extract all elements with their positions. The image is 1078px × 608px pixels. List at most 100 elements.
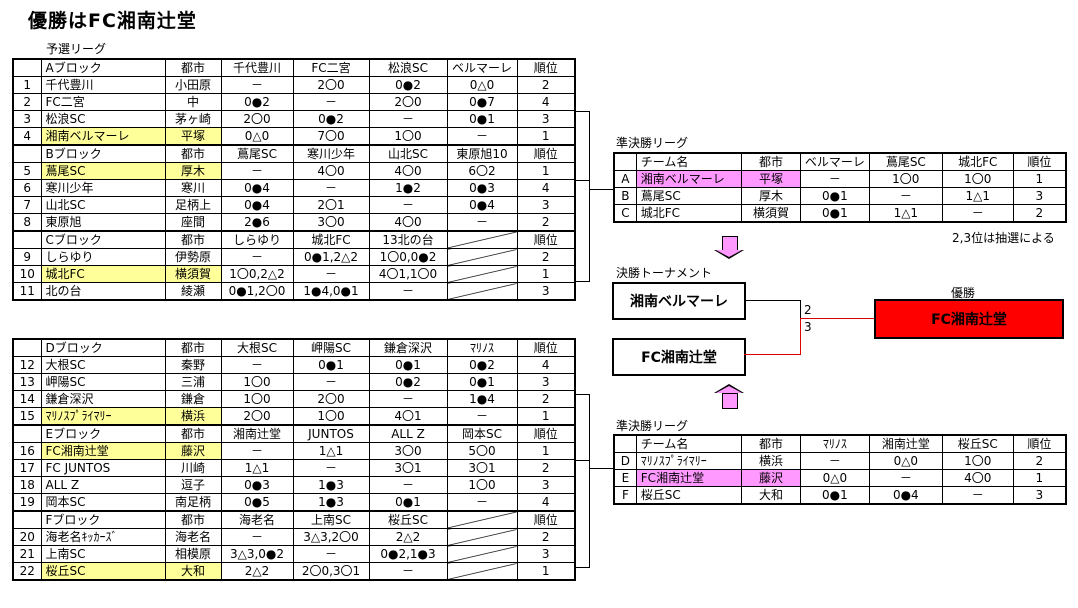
column-header: 都市 — [164, 424, 222, 443]
final-team-top: 湘南ベルマーレ — [612, 282, 746, 320]
result-cell: 0●4 — [446, 196, 518, 214]
team-name: ﾏﾘﾉｽﾌﾟﾗｲﾏﾘｰ — [635, 452, 743, 470]
table-cell — [12, 144, 42, 163]
down-arrow-fill — [716, 250, 742, 257]
row-number: 4 — [12, 127, 42, 146]
result-cell: 1●4,0●1 — [292, 282, 370, 301]
team-city: 平塚 — [741, 170, 801, 188]
team-name: 海老名ｷｯｶｰｽﾞ — [40, 528, 166, 546]
team-city: 足柄上 — [164, 196, 222, 214]
result-cell: － — [292, 545, 370, 563]
block-name: Fブロック — [40, 510, 166, 529]
bracket-line-winner — [800, 318, 801, 355]
team-city: 厚木 — [741, 187, 801, 205]
bracket-line-winner — [800, 318, 875, 319]
column-header: 都市 — [164, 338, 222, 357]
table-cell — [12, 424, 42, 443]
result-cell: 1〇0 — [941, 170, 1014, 188]
column-header: 海老名 — [220, 510, 294, 529]
result-cell: 2〇0 — [368, 93, 448, 111]
result-cell — [446, 248, 518, 266]
team-city: 厚木 — [164, 162, 222, 180]
team-city: 藤沢 — [741, 469, 801, 487]
rank-cell: 3 — [516, 196, 576, 214]
result-cell: － — [220, 248, 294, 266]
column-header: 順位 — [1012, 152, 1067, 171]
result-cell: 4〇0 — [368, 162, 448, 180]
rank-cell: 3 — [516, 110, 576, 128]
column-header: 桜丘SC — [368, 510, 448, 529]
result-cell: 4〇0 — [292, 162, 370, 180]
row-number: 20 — [12, 528, 42, 546]
result-cell: 0●1 — [292, 356, 370, 374]
connector — [574, 281, 590, 282]
team-name: 千代豊川 — [40, 76, 166, 94]
column-header: 蔦尾SC — [220, 144, 294, 163]
table-cell — [12, 510, 42, 529]
column-header: 鎌倉深沢 — [368, 338, 448, 357]
result-cell: 3〇1 — [446, 459, 518, 477]
team-name: 蔦尾SC — [635, 187, 743, 205]
team-name: 城北FC — [40, 265, 166, 283]
team-name: FC湘南辻堂 — [40, 442, 166, 460]
row-id: A — [613, 170, 637, 188]
result-cell: － — [220, 528, 294, 546]
row-number: 13 — [12, 373, 42, 391]
team-city: 伊勢原 — [164, 248, 222, 266]
result-cell: － — [368, 476, 448, 494]
result-cell: 1△1 — [868, 204, 943, 223]
result-cell: 2△2 — [220, 562, 294, 581]
final-score-top: 2 — [804, 303, 812, 317]
result-cell: － — [292, 93, 370, 111]
rank-cell: 2 — [516, 528, 576, 546]
result-cell: 0●5 — [220, 493, 294, 512]
result-cell: 2〇0 — [292, 76, 370, 94]
result-cell: 2〇0 — [220, 407, 294, 426]
row-number: 17 — [12, 459, 42, 477]
row-number: 10 — [12, 265, 42, 283]
result-cell: 0●2 — [220, 93, 294, 111]
column-header: 湘南辻堂 — [868, 434, 943, 453]
result-cell: － — [368, 562, 448, 581]
rank-cell: 3 — [516, 545, 576, 563]
team-city: 相模原 — [164, 545, 222, 563]
column-header — [613, 152, 637, 171]
result-cell — [446, 528, 518, 546]
column-header — [446, 510, 518, 529]
rank-cell: 3 — [516, 373, 576, 391]
row-number: 5 — [12, 162, 42, 180]
column-header: 順位 — [1012, 434, 1067, 453]
result-cell — [446, 545, 518, 563]
semi-league-label-1: 準決勝リーグ — [616, 136, 689, 150]
column-header: 順位 — [516, 424, 576, 443]
column-header — [446, 230, 518, 249]
connector — [574, 111, 590, 112]
column-header: 城北FC — [292, 230, 370, 249]
result-cell: 0●1 — [446, 373, 518, 391]
lottery-note: 2,3位は抽選による — [952, 231, 1055, 245]
rank-cell: 2 — [516, 213, 576, 232]
row-number: 6 — [12, 179, 42, 197]
connector — [574, 394, 590, 395]
column-header: 都市 — [164, 58, 222, 77]
team-name: ALL Z — [40, 476, 166, 494]
rank-cell: 2 — [1012, 452, 1067, 470]
result-cell: 3〇0 — [368, 442, 448, 460]
connector — [589, 394, 590, 568]
result-cell: 1〇0 — [220, 390, 294, 408]
rank-cell: 1 — [1012, 170, 1067, 188]
result-cell: 1〇0,0●2 — [368, 248, 448, 266]
